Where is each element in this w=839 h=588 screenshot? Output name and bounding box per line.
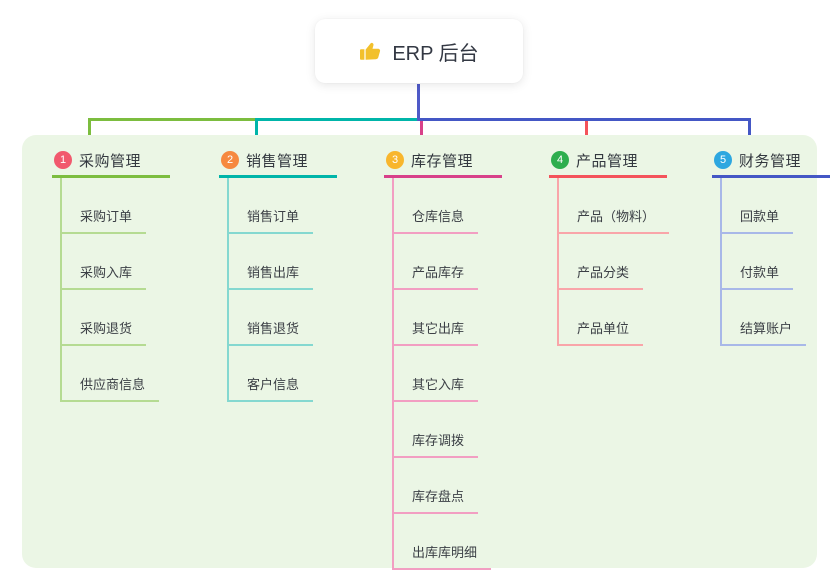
child-node[interactable]: 付款单 [722,234,794,290]
branch-header[interactable]: 4 产品管理 [549,148,667,178]
root-node-label: ERP 后台 [392,42,479,65]
child-node[interactable]: 产品（物料） [559,178,670,234]
connector-line [417,84,420,121]
child-node-label: 供应商信息 [80,377,146,392]
child-node-label: 付款单 [740,265,780,280]
child-node[interactable]: 仓库信息 [394,178,479,234]
branch-children: 产品（物料） 产品分类产品单位 [557,178,670,346]
child-node[interactable]: 采购订单 [62,178,147,234]
child-node-label: 其它入库 [412,377,465,392]
branch-label: 产品管理 [576,152,639,170]
child-node[interactable]: 其它出库 [394,290,479,346]
branch-children: 采购订单采购入库采购退货供应商信息 [60,178,170,402]
branch-label: 财务管理 [739,152,802,170]
branch-children: 销售订单销售出库销售退货客户信息 [227,178,337,402]
child-node-label: 产品分类 [577,265,630,280]
child-node-label: 销售订单 [247,209,300,224]
child-node[interactable]: 供应商信息 [62,346,160,402]
branch-label: 库存管理 [411,152,474,170]
branch-label: 采购管理 [79,152,142,170]
child-node-label: 回款单 [740,209,780,224]
child-node-label: 采购退货 [80,321,133,336]
branch-children: 回款单付款单结算账户 [720,178,830,346]
branch-node: 4 产品管理 产品（物料） 产品分类产品单位 [549,148,670,346]
child-node[interactable]: 结算账户 [722,290,807,346]
child-node-label: 客户信息 [247,377,300,392]
child-node-label: 产品单位 [577,321,630,336]
connector-line [419,118,751,121]
connector-line [585,118,588,148]
branch-index-badge: 2 [221,151,239,169]
child-node[interactable]: 销售退货 [229,290,314,346]
child-node[interactable]: 其它入库 [394,346,479,402]
child-node[interactable]: 产品单位 [559,290,644,346]
child-node[interactable]: 产品分类 [559,234,644,290]
branch-node: 2 销售管理 销售订单销售出库销售退货客户信息 [219,148,337,402]
child-node-label: 采购入库 [80,265,133,280]
child-node-label: 库存盘点 [412,489,465,504]
child-node-label: 采购订单 [80,209,133,224]
child-node[interactable]: 销售订单 [229,178,314,234]
child-node[interactable]: 产品库存 [394,234,479,290]
child-node-label: 销售出库 [247,265,300,280]
connector-line [88,118,255,121]
branch-header[interactable]: 5 财务管理 [712,148,830,178]
child-node[interactable]: 采购入库 [62,234,147,290]
connector-line [88,118,91,148]
branch-children: 仓库信息产品库存其它出库其它入库库存调拨库存盘点出库库明细 [392,178,502,570]
child-node[interactable]: 库存盘点 [394,458,479,514]
root-node[interactable]: ERP 后台 [315,19,523,83]
branch-node: 3 库存管理 仓库信息产品库存其它出库其它入库库存调拨库存盘点出库库明细 [384,148,502,570]
child-node-label: 出库库明细 [412,545,478,560]
branch-header[interactable]: 3 库存管理 [384,148,502,178]
branch-header[interactable]: 1 采购管理 [52,148,170,178]
child-node-label: 产品（物料） [577,209,656,224]
connector-line [420,118,423,148]
branch-label: 销售管理 [246,152,309,170]
child-node[interactable]: 库存调拨 [394,402,479,458]
connector-line [255,118,419,121]
branch-index-badge: 5 [714,151,732,169]
child-node-label: 其它出库 [412,321,465,336]
child-node[interactable]: 客户信息 [229,346,314,402]
branch-index-badge: 4 [551,151,569,169]
connector-line [748,118,751,148]
child-node[interactable]: 采购退货 [62,290,147,346]
child-node-label: 库存调拨 [412,433,465,448]
child-node-label: 仓库信息 [412,209,465,224]
branch-index-badge: 1 [54,151,72,169]
child-node[interactable]: 出库库明细 [394,514,492,570]
child-node[interactable]: 销售出库 [229,234,314,290]
child-node[interactable]: 回款单 [722,178,794,234]
branch-header[interactable]: 2 销售管理 [219,148,337,178]
child-node-label: 销售退货 [247,321,300,336]
mindmap-panel: 1 采购管理 采购订单采购入库采购退货供应商信息 2 销售管理 销售订单销售出库… [22,135,830,570]
thumbs-up-icon [359,39,383,63]
child-node-label: 产品库存 [412,265,465,280]
child-node-label: 结算账户 [740,321,793,336]
connector-line [255,118,258,148]
branch-index-badge: 3 [386,151,404,169]
branch-node: 1 采购管理 采购订单采购入库采购退货供应商信息 [52,148,170,402]
branch-node: 5 财务管理 回款单付款单结算账户 [712,148,830,346]
